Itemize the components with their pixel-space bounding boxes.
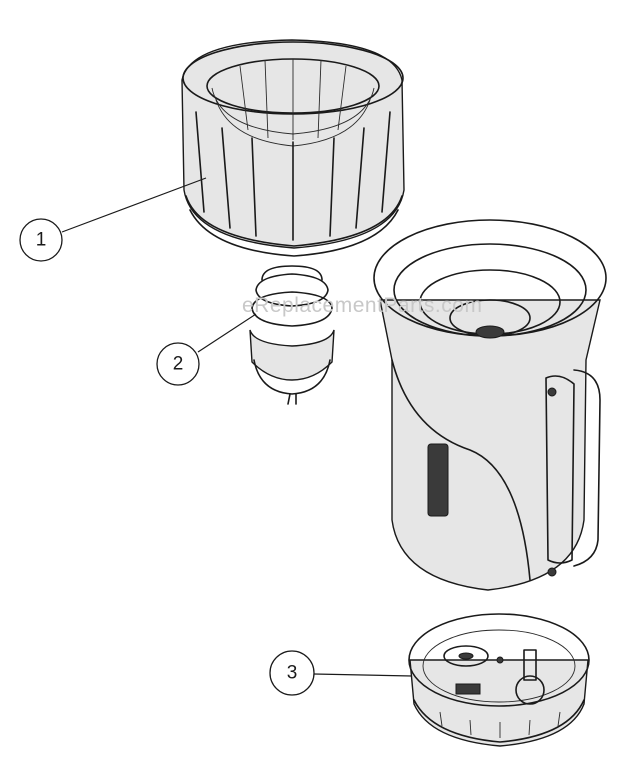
callout-2-label: 2 xyxy=(173,354,184,375)
callout-2: 2 xyxy=(156,313,257,386)
part-1-globe xyxy=(181,39,405,257)
watermark-text: eReplacementParts.com xyxy=(242,294,482,317)
callout-1-circle xyxy=(19,218,63,262)
brand-badge xyxy=(427,443,449,517)
callout-1-label: 1 xyxy=(36,230,47,251)
part-3-base-cap xyxy=(408,613,590,747)
callout-1: 1 xyxy=(19,177,207,262)
part-2-bulb xyxy=(249,265,335,405)
callout-3-label: 3 xyxy=(287,663,298,684)
callout-3-circle xyxy=(269,650,315,696)
callout-2-circle xyxy=(156,342,200,386)
lantern-body xyxy=(373,219,607,591)
callout-3: 3 xyxy=(269,650,413,696)
